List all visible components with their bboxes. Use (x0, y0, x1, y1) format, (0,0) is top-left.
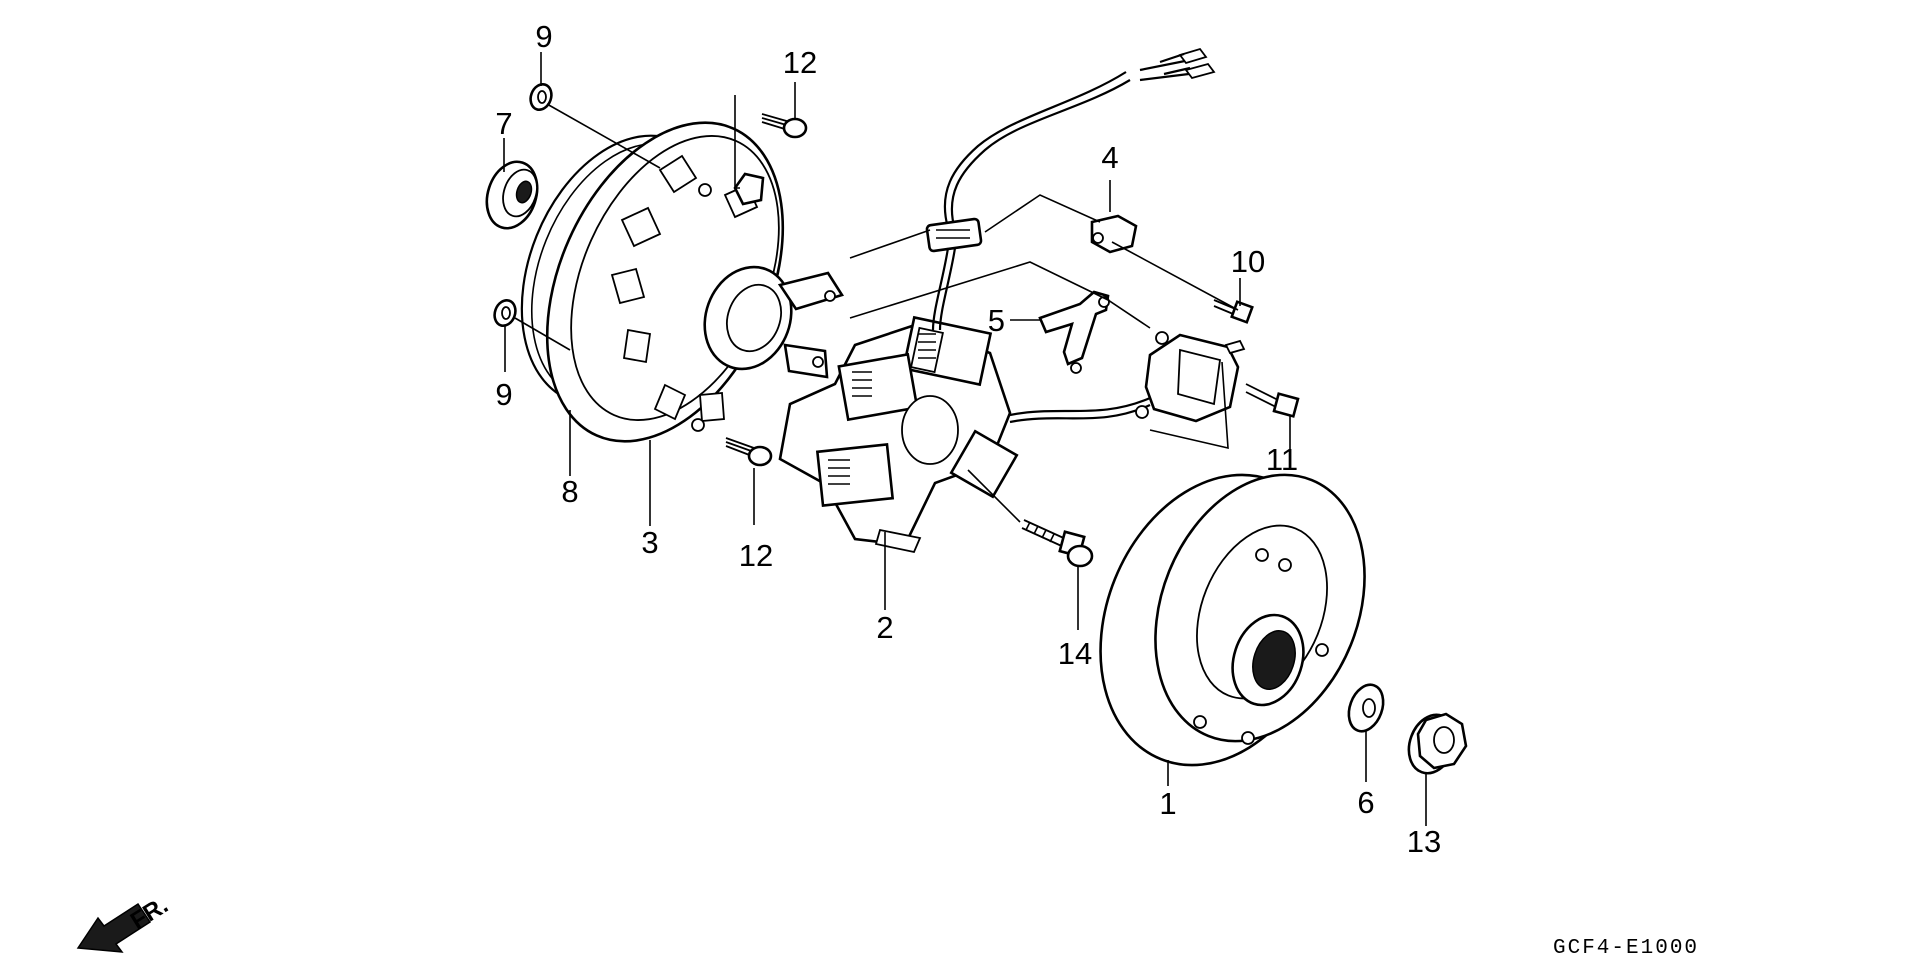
callout-8: 8 (561, 474, 578, 509)
callout-3: 3 (641, 525, 658, 560)
callout-4: 4 (1101, 140, 1118, 175)
front-direction-arrow-icon: FR. (76, 892, 173, 953)
callout-13: 13 (1407, 824, 1441, 859)
callout-7: 7 (495, 106, 512, 141)
part-6-washer (1347, 683, 1385, 733)
callout-14: 14 (1058, 636, 1092, 671)
callout-6: 6 (1357, 785, 1374, 820)
callout-2: 2 (876, 610, 893, 645)
leader-lines (503, 52, 1427, 826)
part-5-holder (1038, 290, 1110, 374)
callout-10: 10 (1231, 244, 1265, 279)
callout-1: 1 (1159, 786, 1176, 821)
part-9-washer-bottom (493, 299, 517, 327)
part-2-stator (778, 315, 1019, 554)
part-14-bolt (1021, 519, 1094, 568)
callout-11: 11 (1266, 442, 1298, 477)
part-12-screw-bottom (725, 437, 773, 467)
part-13-nut (1407, 712, 1468, 775)
pulser-generator (1135, 331, 1246, 423)
callout-12-top: 12 (783, 45, 817, 80)
part-11-bolt (1245, 383, 1300, 418)
diagram-code: GCF4-E1000 (1553, 937, 1699, 959)
callout-9-top: 9 (535, 19, 552, 54)
callout-labels: 1 2 3 4 5 6 7 8 9 9 10 11 12 12 13 14 (495, 19, 1441, 859)
part-12-screw-top (761, 113, 808, 139)
wire-harness (925, 47, 1216, 424)
callout-9-bottom: 9 (495, 377, 512, 412)
callout-5: 5 (988, 303, 1005, 338)
part-7-oil-seal (485, 160, 539, 230)
part-4-clamp (1090, 214, 1138, 254)
part-10-bolt (1213, 299, 1254, 324)
part-3-cover (545, 121, 845, 443)
part-1-flywheel (1099, 473, 1366, 767)
callout-12-bottom: 12 (739, 538, 773, 573)
part-9-washer-top (529, 83, 553, 111)
